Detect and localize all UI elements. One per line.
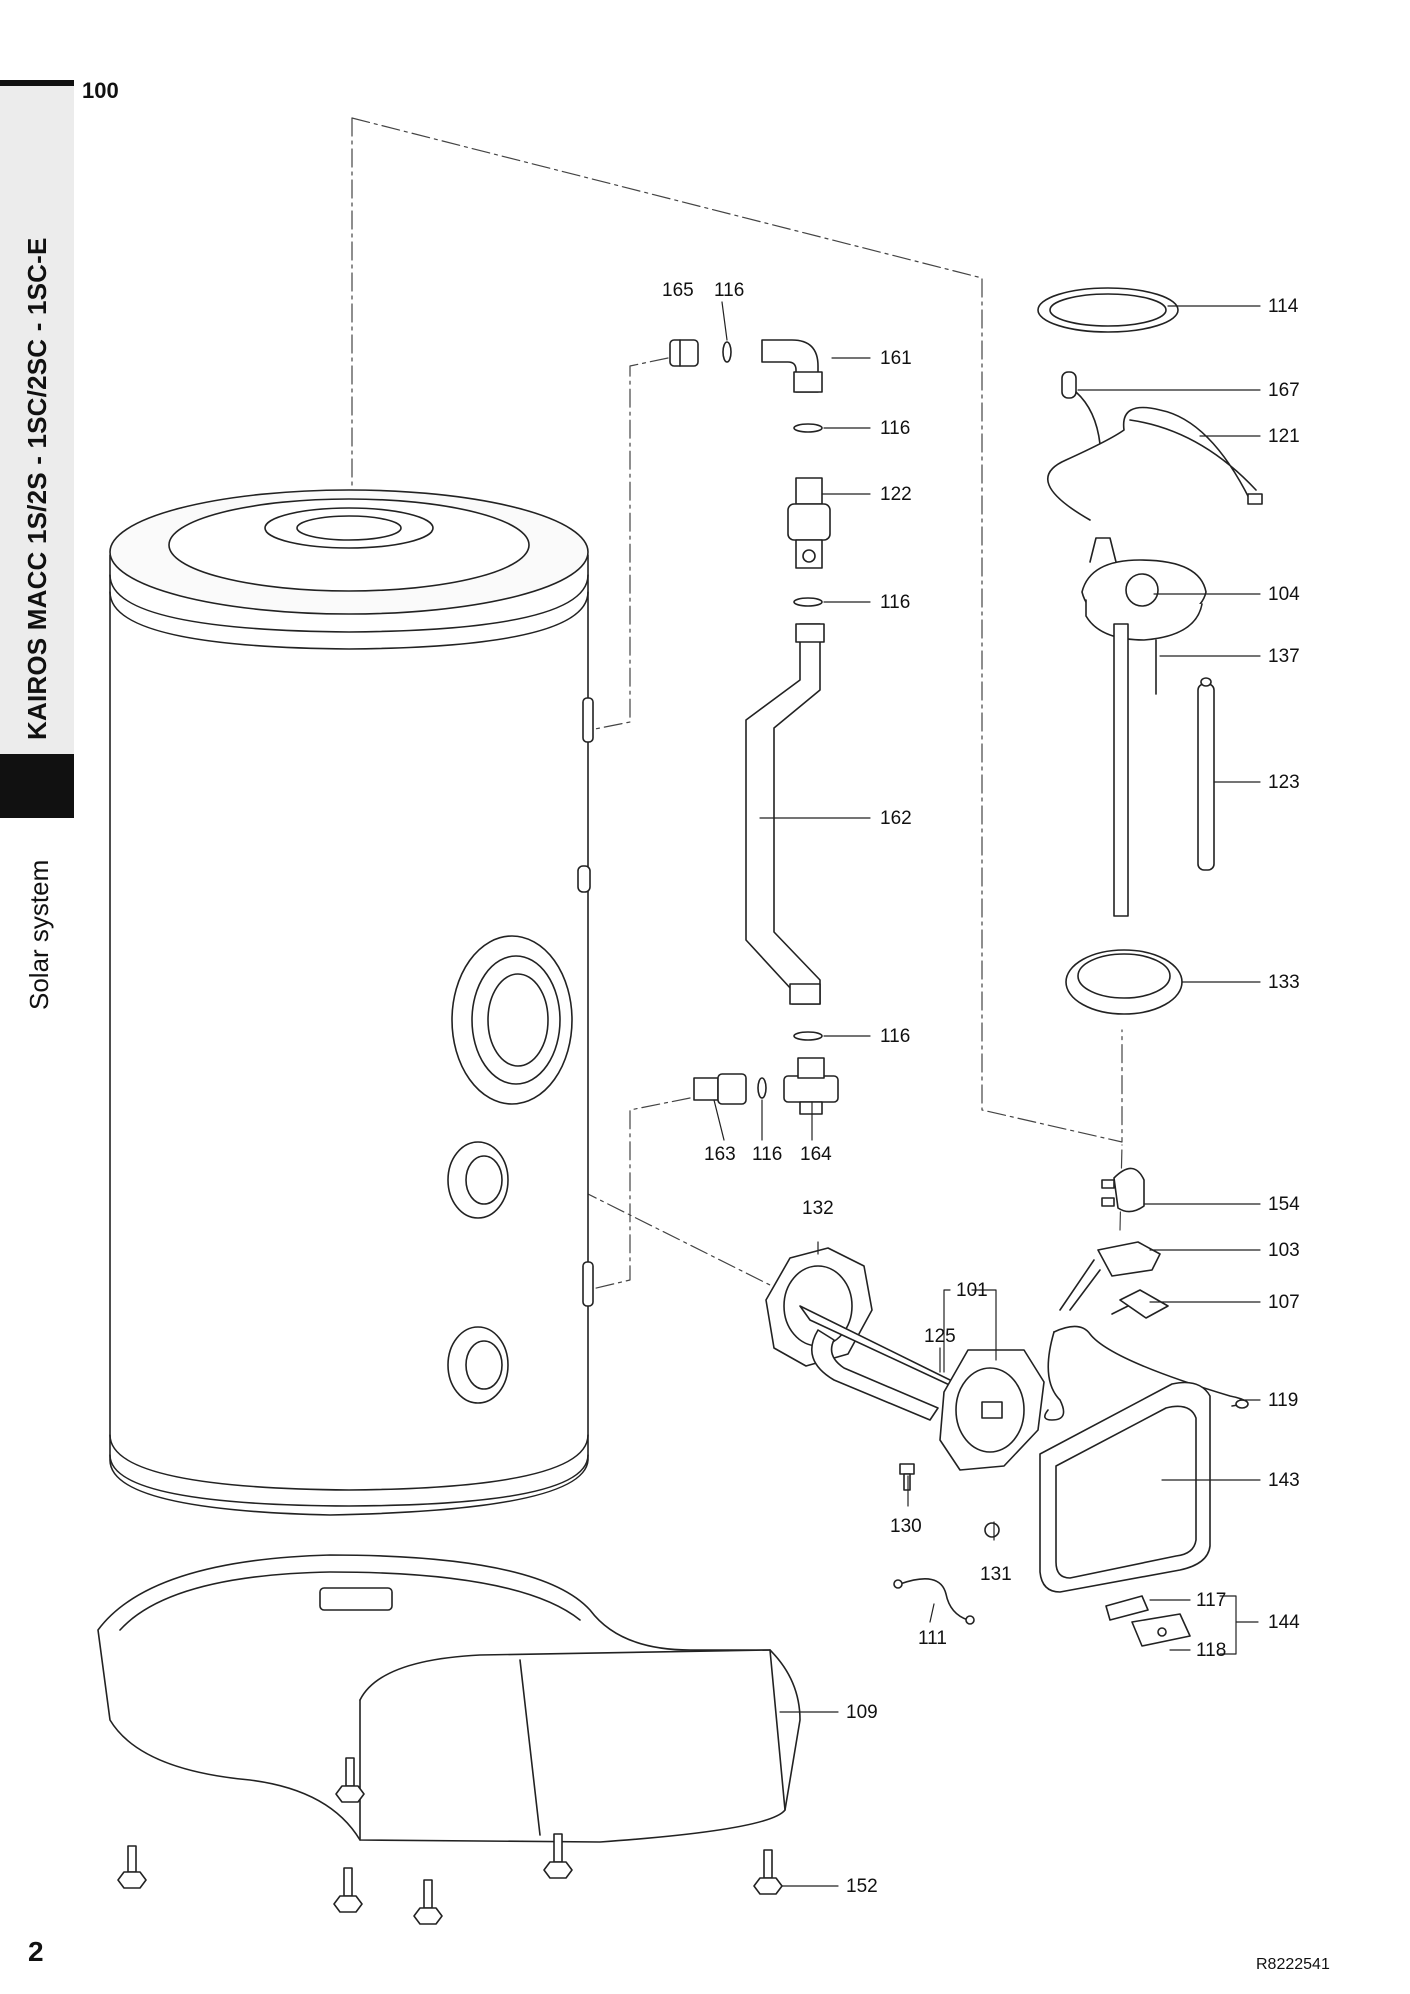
label-121: 121: [1268, 426, 1300, 447]
label-162: 162: [880, 808, 912, 829]
label-116-a: 116: [714, 280, 744, 301]
terminal-117: [1105, 1595, 1149, 1621]
label-125: 125: [924, 1326, 956, 1347]
fitting-163: [693, 1073, 747, 1105]
cover-143: [1039, 1381, 1211, 1593]
gasket-116-d: [793, 1031, 823, 1041]
flange-104: [1081, 537, 1207, 641]
label-107: 107: [1268, 1292, 1300, 1313]
label-161: 161: [880, 348, 912, 369]
leveling-feet: [117, 1757, 783, 1925]
gasket-116-a: [722, 341, 732, 363]
nipple-165: [669, 339, 699, 367]
label-143: 143: [1268, 1470, 1300, 1491]
gasket-116-b: [793, 423, 823, 433]
valve-122: [787, 477, 831, 569]
label-164: 164: [800, 1144, 832, 1165]
gasket-133: [1065, 949, 1183, 1015]
gasket-116-c: [793, 597, 823, 607]
heater-parts: [1037, 287, 1263, 1647]
elbow-161: [761, 339, 823, 393]
piping-parts: [669, 339, 839, 1115]
limiter-107: [1111, 1289, 1169, 1319]
label-152: 152: [846, 1876, 878, 1897]
tee-164: [783, 1057, 839, 1115]
foot-1: [117, 1845, 147, 1889]
label-130: 130: [890, 1516, 922, 1537]
label-114: 114: [1268, 296, 1299, 317]
flange-101: [939, 1349, 1045, 1471]
clip-154: [1101, 1167, 1145, 1213]
leader-lines: [713, 301, 1261, 1887]
label-167: 167: [1268, 380, 1300, 401]
label-122: 122: [880, 484, 912, 505]
terminal-118: [1131, 1613, 1191, 1647]
label-131: 131: [980, 1564, 1012, 1585]
label-123: 123: [1268, 772, 1300, 793]
sensor-167: [1061, 371, 1101, 445]
label-154: 154: [1268, 1194, 1300, 1215]
label-116-e: 116: [752, 1144, 782, 1165]
tank-body: [109, 489, 594, 1516]
label-132: 132: [802, 1198, 834, 1219]
rod-137: [1113, 623, 1157, 917]
foot-5: [543, 1833, 573, 1879]
label-133: 133: [1268, 972, 1300, 993]
label-163: 163: [704, 1144, 736, 1165]
label-116-d: 116: [880, 1026, 910, 1047]
foot-2: [335, 1757, 365, 1803]
label-119: 119: [1268, 1390, 1298, 1411]
page-number-top: 100: [82, 78, 119, 103]
label-103: 103: [1268, 1240, 1300, 1261]
foot-6: [753, 1849, 783, 1895]
part-labels: 165 116 161 116 122 116 162 116 163 116 …: [662, 280, 1300, 1897]
label-116-b: 116: [880, 418, 910, 439]
wire-111: [893, 1578, 975, 1625]
foot-3: [333, 1867, 363, 1913]
label-116-c: 116: [880, 592, 910, 613]
gasket-114: [1037, 287, 1179, 333]
section-tab: [0, 754, 74, 818]
base-housing: [97, 1554, 801, 1843]
foot-4: [413, 1879, 443, 1925]
label-118: 118: [1196, 1640, 1226, 1661]
pipe-162: [745, 623, 825, 1005]
label-165: 165: [662, 280, 694, 301]
label-101: 101: [956, 1280, 988, 1301]
page-number-bottom: 2: [28, 1936, 44, 1967]
label-109: 109: [846, 1702, 878, 1723]
element-assembly: [765, 1247, 1045, 1625]
screw-130: [899, 1463, 915, 1491]
cable-121: [1047, 406, 1263, 521]
label-104: 104: [1268, 584, 1300, 605]
anode-123: [1197, 677, 1215, 871]
label-117: 117: [1196, 1590, 1226, 1611]
title-band-rule: [0, 80, 74, 86]
gasket-116-e: [757, 1077, 767, 1099]
heating-element-125: [799, 1305, 957, 1421]
label-111: 111: [918, 1628, 947, 1649]
document-code: R8222541: [1256, 1956, 1330, 1973]
label-137: 137: [1268, 646, 1300, 667]
title-band: [0, 86, 74, 754]
assembly-guide-lines: [351, 117, 1123, 1301]
thermostat-103: [1059, 1241, 1161, 1311]
label-144: 144: [1268, 1612, 1300, 1633]
nut-131: [984, 1522, 1000, 1538]
